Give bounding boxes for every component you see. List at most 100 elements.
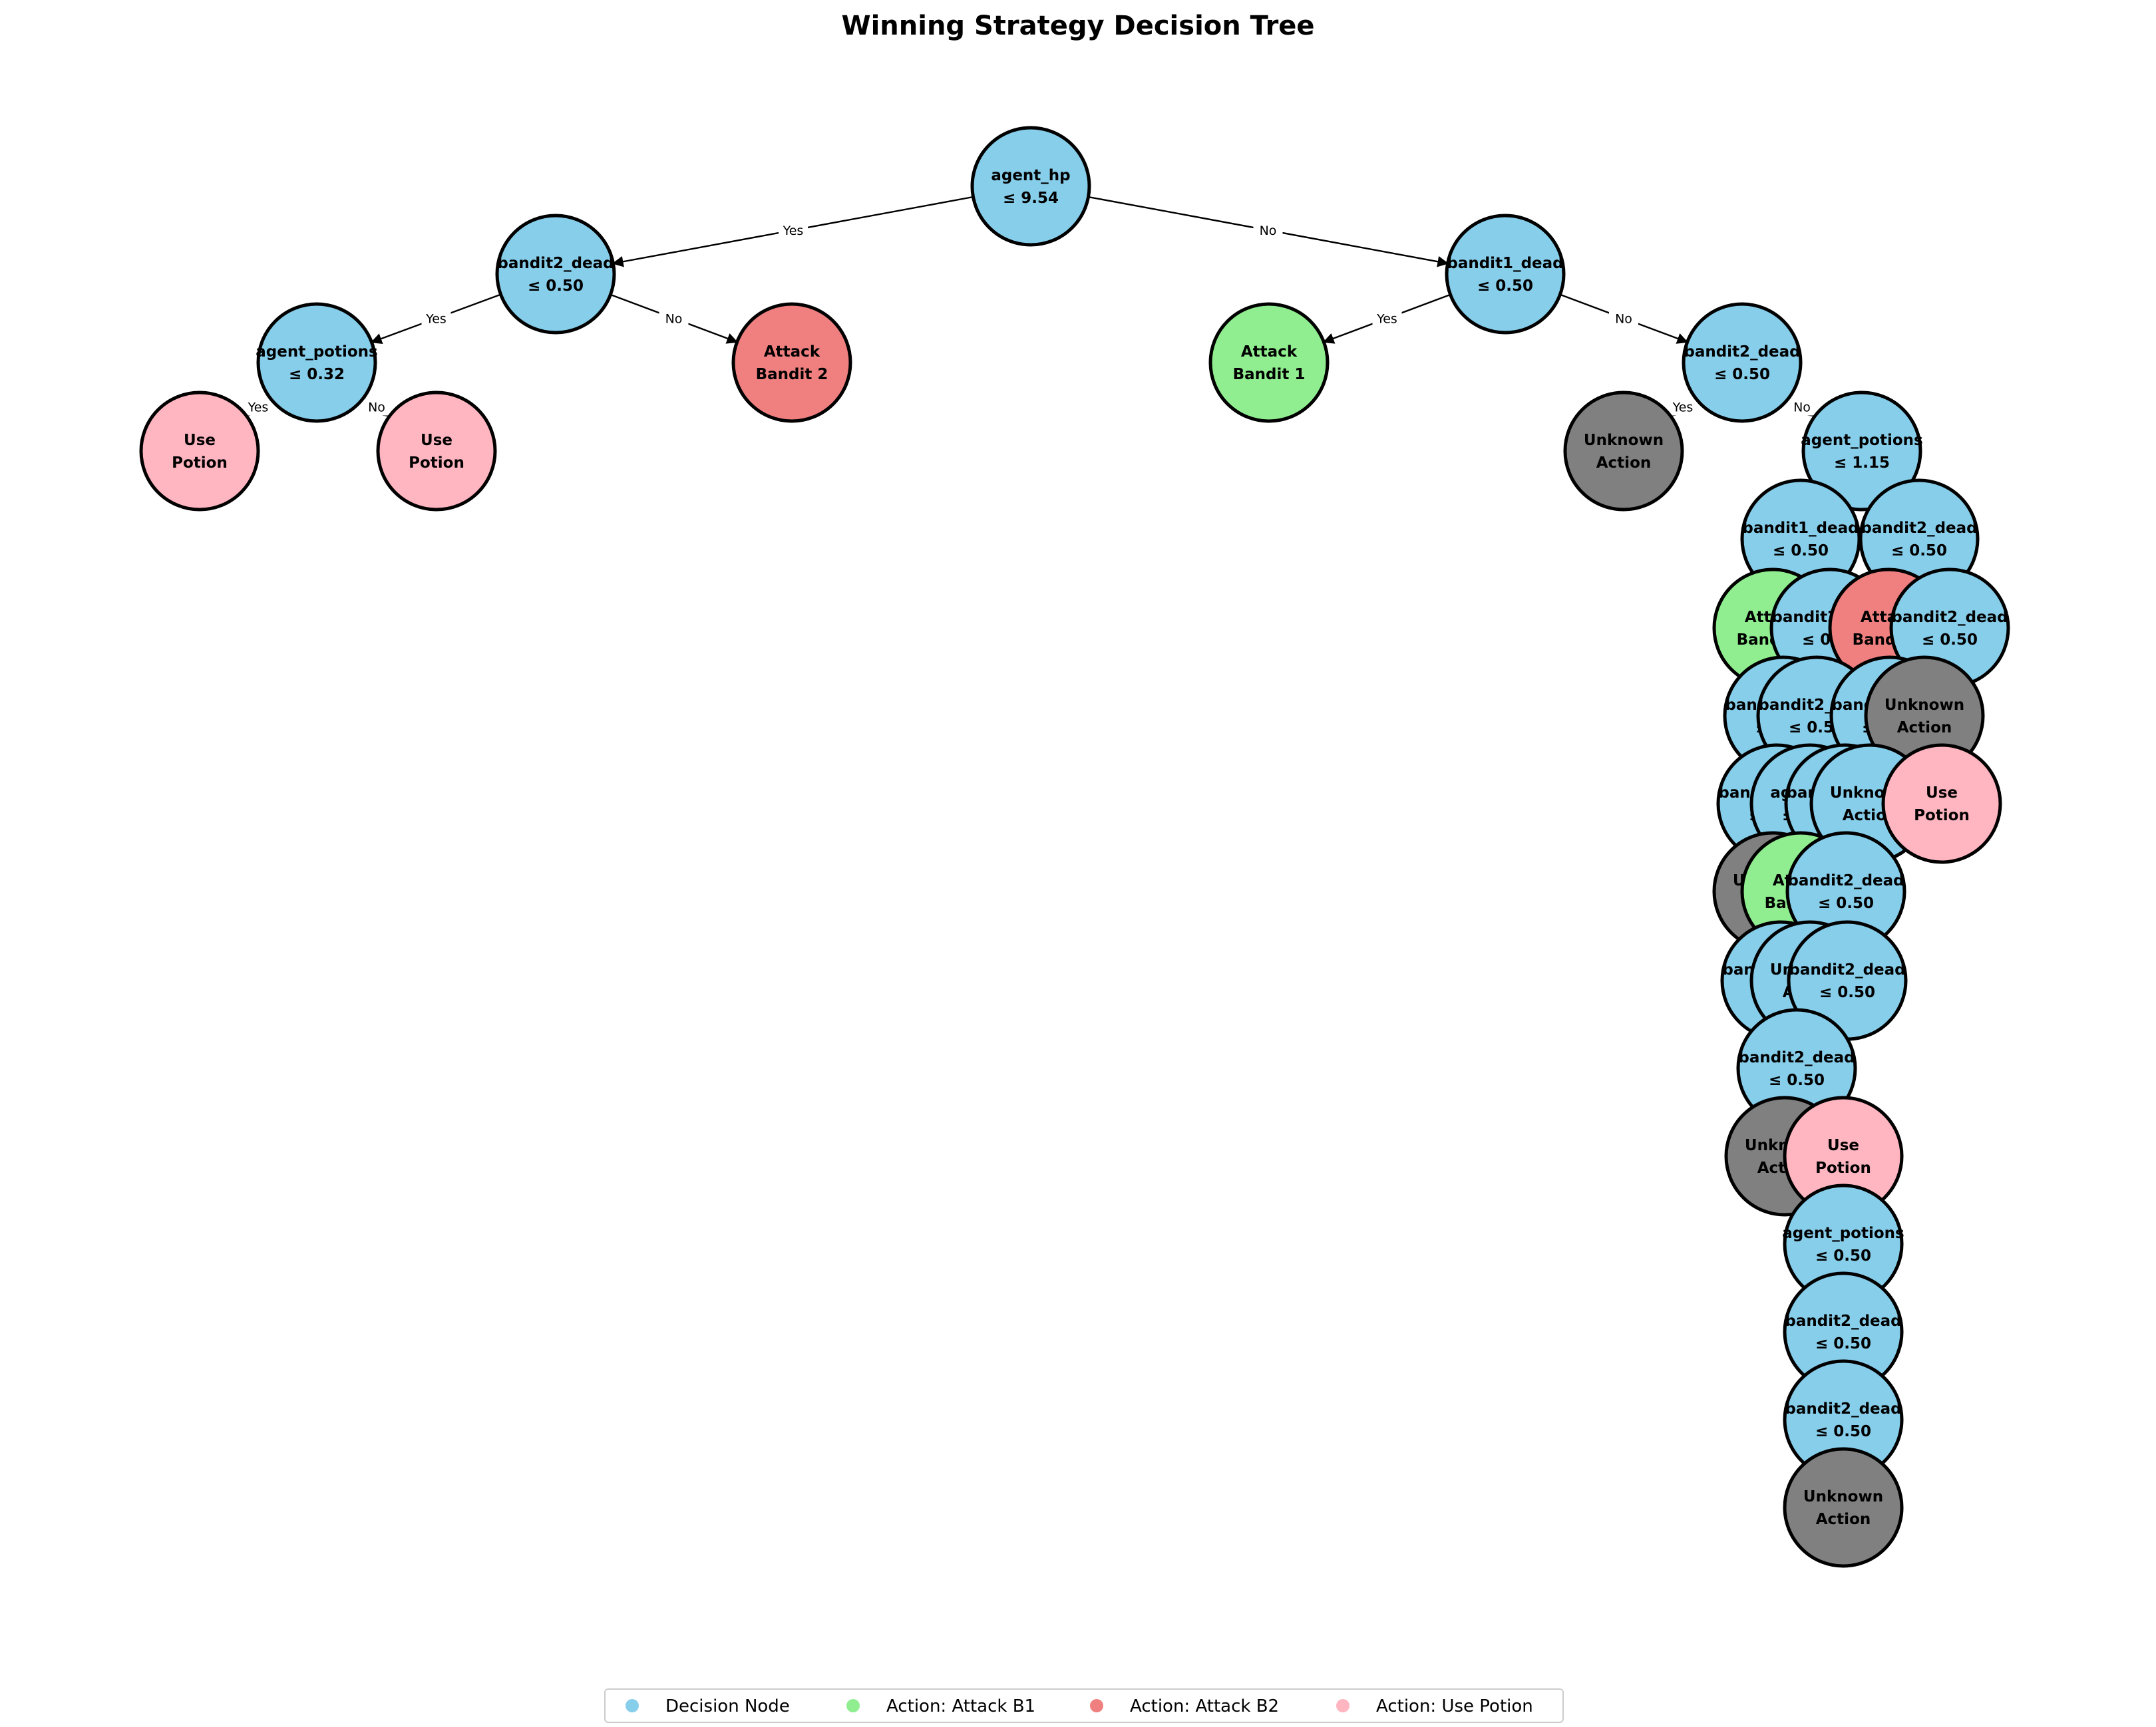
node-label-line: agent_potions <box>256 343 377 361</box>
edge-label-background <box>1668 398 1698 416</box>
node-label-line: Action <box>1816 1511 1871 1528</box>
tree-node-decision: agent_hp≤ 9.54 <box>970 126 1091 247</box>
legend-marker-decision <box>626 1699 639 1712</box>
edge-label-yes: Yes <box>783 224 804 238</box>
edges-layer <box>245 196 1944 1478</box>
edge-label-background <box>1372 309 1402 327</box>
node-label-line: bandit2_dead <box>1861 520 1977 537</box>
tree-node-decision: agent_potions ≤ 0.50 <box>1782 1183 1904 1305</box>
legend-frame <box>604 1688 1564 1723</box>
node-circle <box>376 391 497 512</box>
edge-label-yes: Yes <box>1376 312 1397 327</box>
legend-marker-attack-b1 <box>846 1699 860 1712</box>
node-circle <box>1563 391 1684 512</box>
tree-node-decision: bandit2_dead ≤ 0.50 <box>495 214 616 335</box>
node-label-line: ≤ 0.50 <box>1773 542 1829 559</box>
node-label-line: bandit1_dead <box>1742 520 1859 537</box>
node-label-line: bandit2_dead <box>1684 343 1800 361</box>
node-label-line: agent_potions <box>1801 432 1922 449</box>
legend-marker-use-potion <box>1336 1699 1349 1712</box>
node-circle <box>1682 302 1803 423</box>
edge-label-no: No <box>1793 400 1811 415</box>
node-circle <box>1445 214 1566 335</box>
node-label-line: bandit2_dead <box>1738 1049 1855 1066</box>
node-label-line: bandit2_dead <box>1785 1400 1901 1418</box>
node-circle <box>256 302 377 423</box>
node-label-line: bandit2_dead <box>1785 1313 1901 1330</box>
edge-label-background <box>244 398 273 416</box>
node-label-line: Action <box>1596 454 1652 472</box>
edge-label-no: No <box>665 312 683 327</box>
edge-label-yes: Yes <box>1672 400 1694 415</box>
tree-node-decision: agent_potions ≤ 0.32 <box>256 302 378 423</box>
node-label-line: bandit2_dead <box>497 255 614 272</box>
edge-label-yes: Yes <box>425 312 447 327</box>
legend: Decision Node Action: Attack B1 Action: At… <box>604 1688 1564 1723</box>
tree-node-decision: bandit2_dead ≤ 0.50 <box>1682 302 1803 423</box>
edge-label-no: No <box>368 400 385 415</box>
node-label-line: ≤ 0.32 <box>289 366 345 383</box>
node-label-line: ≤ 0.50 <box>1815 1335 1871 1352</box>
node-label-line: Potion <box>1914 807 1970 824</box>
tree-node-decision: bandit1_dead ≤ 0.50 <box>1445 214 1566 335</box>
legend-marker-attack-b2 <box>1090 1699 1103 1712</box>
edge-label-background <box>421 309 451 327</box>
node-label-line: ≤ 0.50 <box>1714 366 1770 383</box>
node-label-line: Use <box>184 432 216 449</box>
node-label-line: Attack <box>1241 343 1298 361</box>
node-label-line: Potion <box>1815 1160 1871 1177</box>
node-label-line: ≤ 0.50 <box>528 277 584 295</box>
edge-label-background <box>1609 309 1638 327</box>
edge-label-background <box>362 398 391 416</box>
legend-label-use-potion: Action: Use Potion <box>1376 1696 1533 1716</box>
tree-node-decision: bandit2_dead≤ 0.50 <box>1785 831 1906 952</box>
tree-node-decision: bandit2_dead ≤ 0.50 <box>1783 1271 1904 1392</box>
legend-label-decision: Decision Node <box>665 1696 790 1716</box>
node-label-line: Use <box>1926 784 1958 802</box>
node-label-line: ≤ 0.50 <box>1815 1423 1871 1440</box>
node-label-line: Use <box>1827 1137 1859 1154</box>
node-circle <box>1881 743 2002 864</box>
node-label-line: bandit2_dead <box>1787 872 1904 889</box>
node-label-line: ≤ 0.50 <box>1477 277 1533 295</box>
node-label-line: Bandit 2 <box>756 366 828 383</box>
legend-label-attack-b1: Action: Attack B1 <box>886 1696 1035 1716</box>
edge-label-background <box>659 309 689 327</box>
node-circle <box>495 214 616 335</box>
node-label-line: bandit2_dead <box>1891 609 2008 626</box>
edge-label-no: No <box>1615 312 1632 327</box>
node-label-line: agent_potions <box>1782 1225 1904 1242</box>
edge-label-background <box>1253 222 1283 239</box>
node-label-line: Attack <box>764 343 820 361</box>
diagram-title: Winning Strategy Decision Tree <box>841 11 1314 41</box>
node-label-line: ≤ 0.50 <box>1922 631 1978 649</box>
node-label-line: ≤ 0.50 <box>1815 1247 1871 1265</box>
node-label-line: bandit1_dead <box>1447 255 1563 272</box>
node-circle <box>970 126 1091 247</box>
node-label-line: Unknown <box>1885 697 1964 714</box>
edge-label-background <box>779 222 808 239</box>
node-label-line: ≤ 0.50 <box>1891 542 1947 559</box>
node-label-line: Unknown <box>1803 1488 1883 1505</box>
node-label-line: Potion <box>172 454 228 472</box>
edge-label-yes: Yes <box>248 400 269 415</box>
node-circle <box>1208 302 1330 423</box>
node-label-line: Unknown <box>1584 432 1664 449</box>
node-circle <box>1801 391 1922 512</box>
legend-label-attack-b2: Action: Attack B2 <box>1130 1696 1279 1716</box>
edge-label-no: No <box>1260 224 1277 238</box>
tree-node-decision: bandit2_dead≤ 0.50 <box>1787 920 1908 1041</box>
node-circle <box>731 302 852 423</box>
node-label-line: Bandit 1 <box>1233 366 1306 383</box>
node-label-line: Potion <box>409 454 464 472</box>
edge-label-background <box>1787 398 1817 416</box>
node-label-line: ≤ 9.54 <box>1003 190 1059 207</box>
